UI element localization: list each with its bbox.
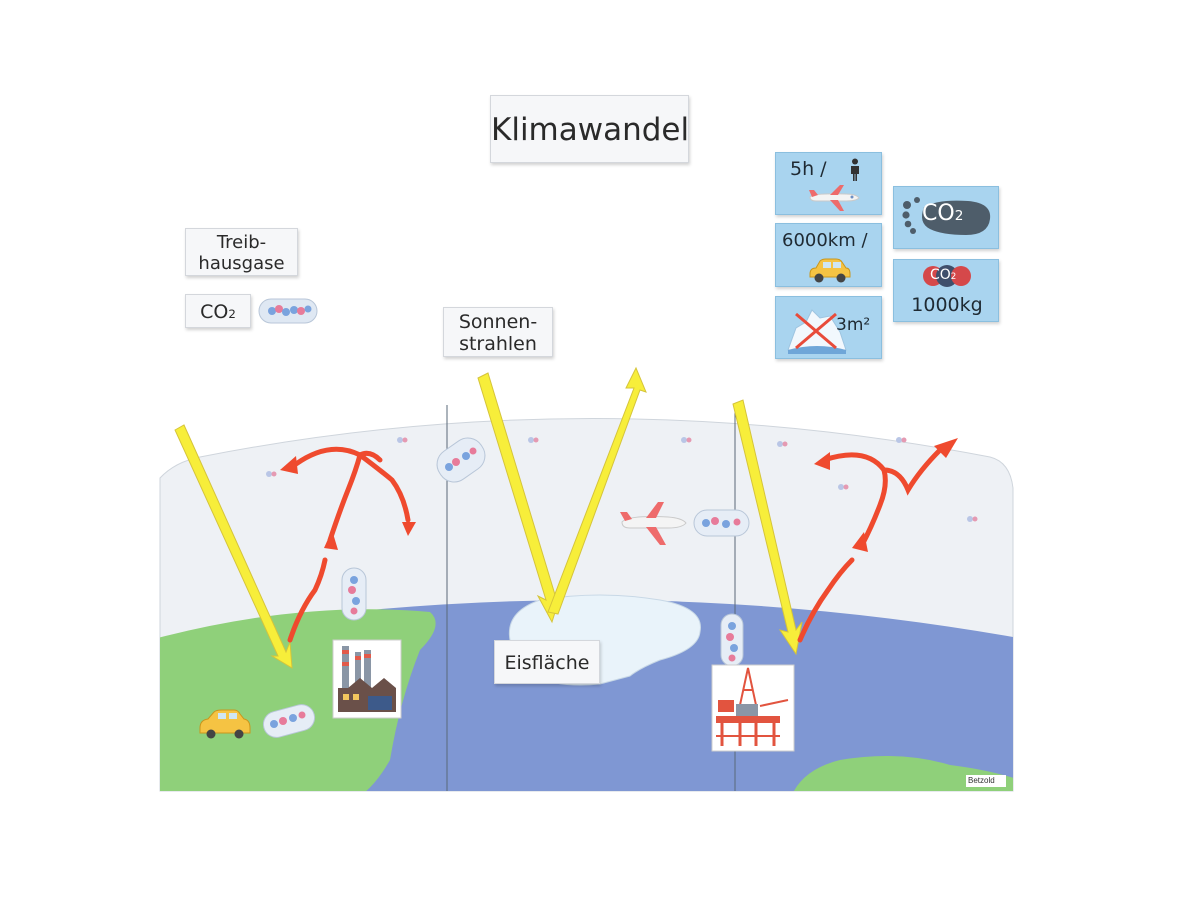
sonnenstrahlen-line1: Sonnen- — [458, 311, 538, 333]
ice-card-text: 3m² — [836, 315, 871, 335]
co2-ton-card: CO2 1000kg — [893, 259, 999, 322]
atmosphere-molecules — [266, 437, 978, 522]
co2-label-card: CO2 — [185, 294, 251, 328]
co2-molecule-icon — [262, 704, 316, 738]
co2-molecule-icon — [693, 509, 750, 537]
flight-card: 5h / — [775, 152, 882, 215]
co2-molecule-icon — [258, 298, 318, 324]
co2-molecule-icon — [341, 567, 367, 621]
car-icon — [199, 709, 251, 739]
heat-arrow-heads — [280, 438, 958, 552]
person-icon — [851, 158, 859, 181]
iceberg-icon — [787, 309, 847, 354]
car-icon — [809, 258, 851, 283]
footprint-card: CO2 — [893, 186, 999, 249]
car-card-text: 6000km / — [782, 230, 868, 251]
treibhausgase-card: Treib- hausgase — [185, 228, 298, 276]
co2-label-sub: 2 — [228, 307, 236, 321]
co2-molecule-icon — [720, 613, 744, 667]
sonnenstrahlen-line2: strahlen — [459, 333, 537, 355]
footprint-icon — [902, 197, 991, 235]
flight-card-text: 5h / — [790, 158, 827, 180]
oil-platform-icon — [711, 664, 795, 752]
footprint-co2: CO — [922, 201, 955, 226]
brand-label: Betzold — [968, 776, 995, 785]
car-card: 6000km / — [775, 223, 882, 287]
co2-ton-sub: 2 — [950, 272, 957, 282]
airplane-icon — [620, 502, 687, 545]
page-title: Klimawandel — [491, 112, 690, 148]
sun-rays — [174, 366, 803, 669]
title-card: Klimawandel — [490, 95, 689, 163]
factory-icon — [332, 639, 402, 719]
treibhausgase-line1: Treib- — [216, 232, 267, 253]
sonnenstrahlen-card: Sonnen- strahlen — [443, 307, 553, 357]
land-right — [790, 756, 1013, 791]
eisflaeche-card: Eisfläche — [494, 640, 600, 684]
airplane-icon — [809, 185, 860, 211]
co2-label: CO — [200, 301, 229, 323]
ice-card: 3m² — [775, 296, 882, 359]
co2-molecule-icon — [923, 265, 971, 287]
co2-molecule-icon — [436, 437, 486, 483]
footprint-co2-sub: 2 — [954, 208, 964, 224]
co2-ton-value: 1000kg — [911, 294, 983, 316]
eisflaeche-label: Eisfläche — [504, 652, 590, 674]
co2-ton-label: CO — [930, 267, 951, 283]
treibhausgase-line2: hausgase — [198, 253, 285, 274]
heat-arrows — [287, 446, 943, 643]
